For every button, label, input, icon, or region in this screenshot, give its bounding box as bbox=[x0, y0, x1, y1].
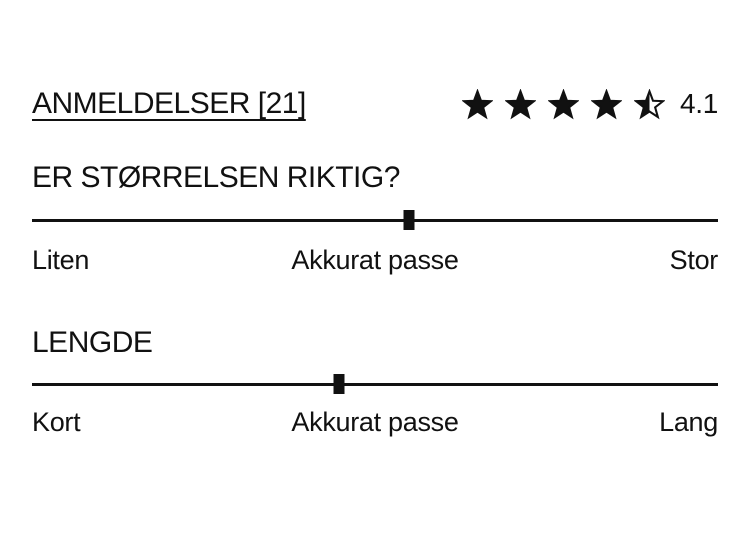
slider-track bbox=[32, 382, 718, 386]
length-fit-slider bbox=[32, 374, 718, 394]
slider-track bbox=[32, 218, 718, 222]
slider-marker bbox=[403, 210, 415, 230]
length-label-just-right: Akkurat passe bbox=[291, 407, 459, 437]
size-label-small: Liten bbox=[32, 245, 90, 275]
star-half-icon bbox=[633, 88, 665, 119]
star-rating: 4.1 bbox=[461, 88, 718, 120]
size-label-just-right: Akkurat passe bbox=[291, 245, 459, 275]
length-label-long: Lang bbox=[659, 407, 718, 437]
star-icon bbox=[547, 88, 579, 119]
length-slider-labels: Kort Akkurat passe Lang bbox=[32, 406, 718, 438]
slider-marker bbox=[333, 374, 345, 394]
rating-value: 4.1 bbox=[679, 88, 718, 119]
size-slider-labels: Liten Akkurat passe Stor bbox=[32, 244, 718, 276]
length-section-title: LENGDE bbox=[32, 326, 153, 359]
size-fit-slider bbox=[32, 210, 718, 230]
star-row bbox=[461, 88, 665, 120]
size-question-title: ER STØRRELSEN RIKTIG? bbox=[32, 161, 400, 194]
reviews-header: ANMELDELSER [21] 4.1 bbox=[32, 84, 718, 124]
length-label-short: Kort bbox=[32, 407, 81, 437]
size-label-large: Stor bbox=[669, 245, 719, 275]
star-icon bbox=[504, 88, 536, 119]
reviews-count-link[interactable]: ANMELDELSER [21] bbox=[32, 87, 306, 120]
star-icon bbox=[590, 88, 622, 119]
star-icon bbox=[461, 88, 493, 119]
